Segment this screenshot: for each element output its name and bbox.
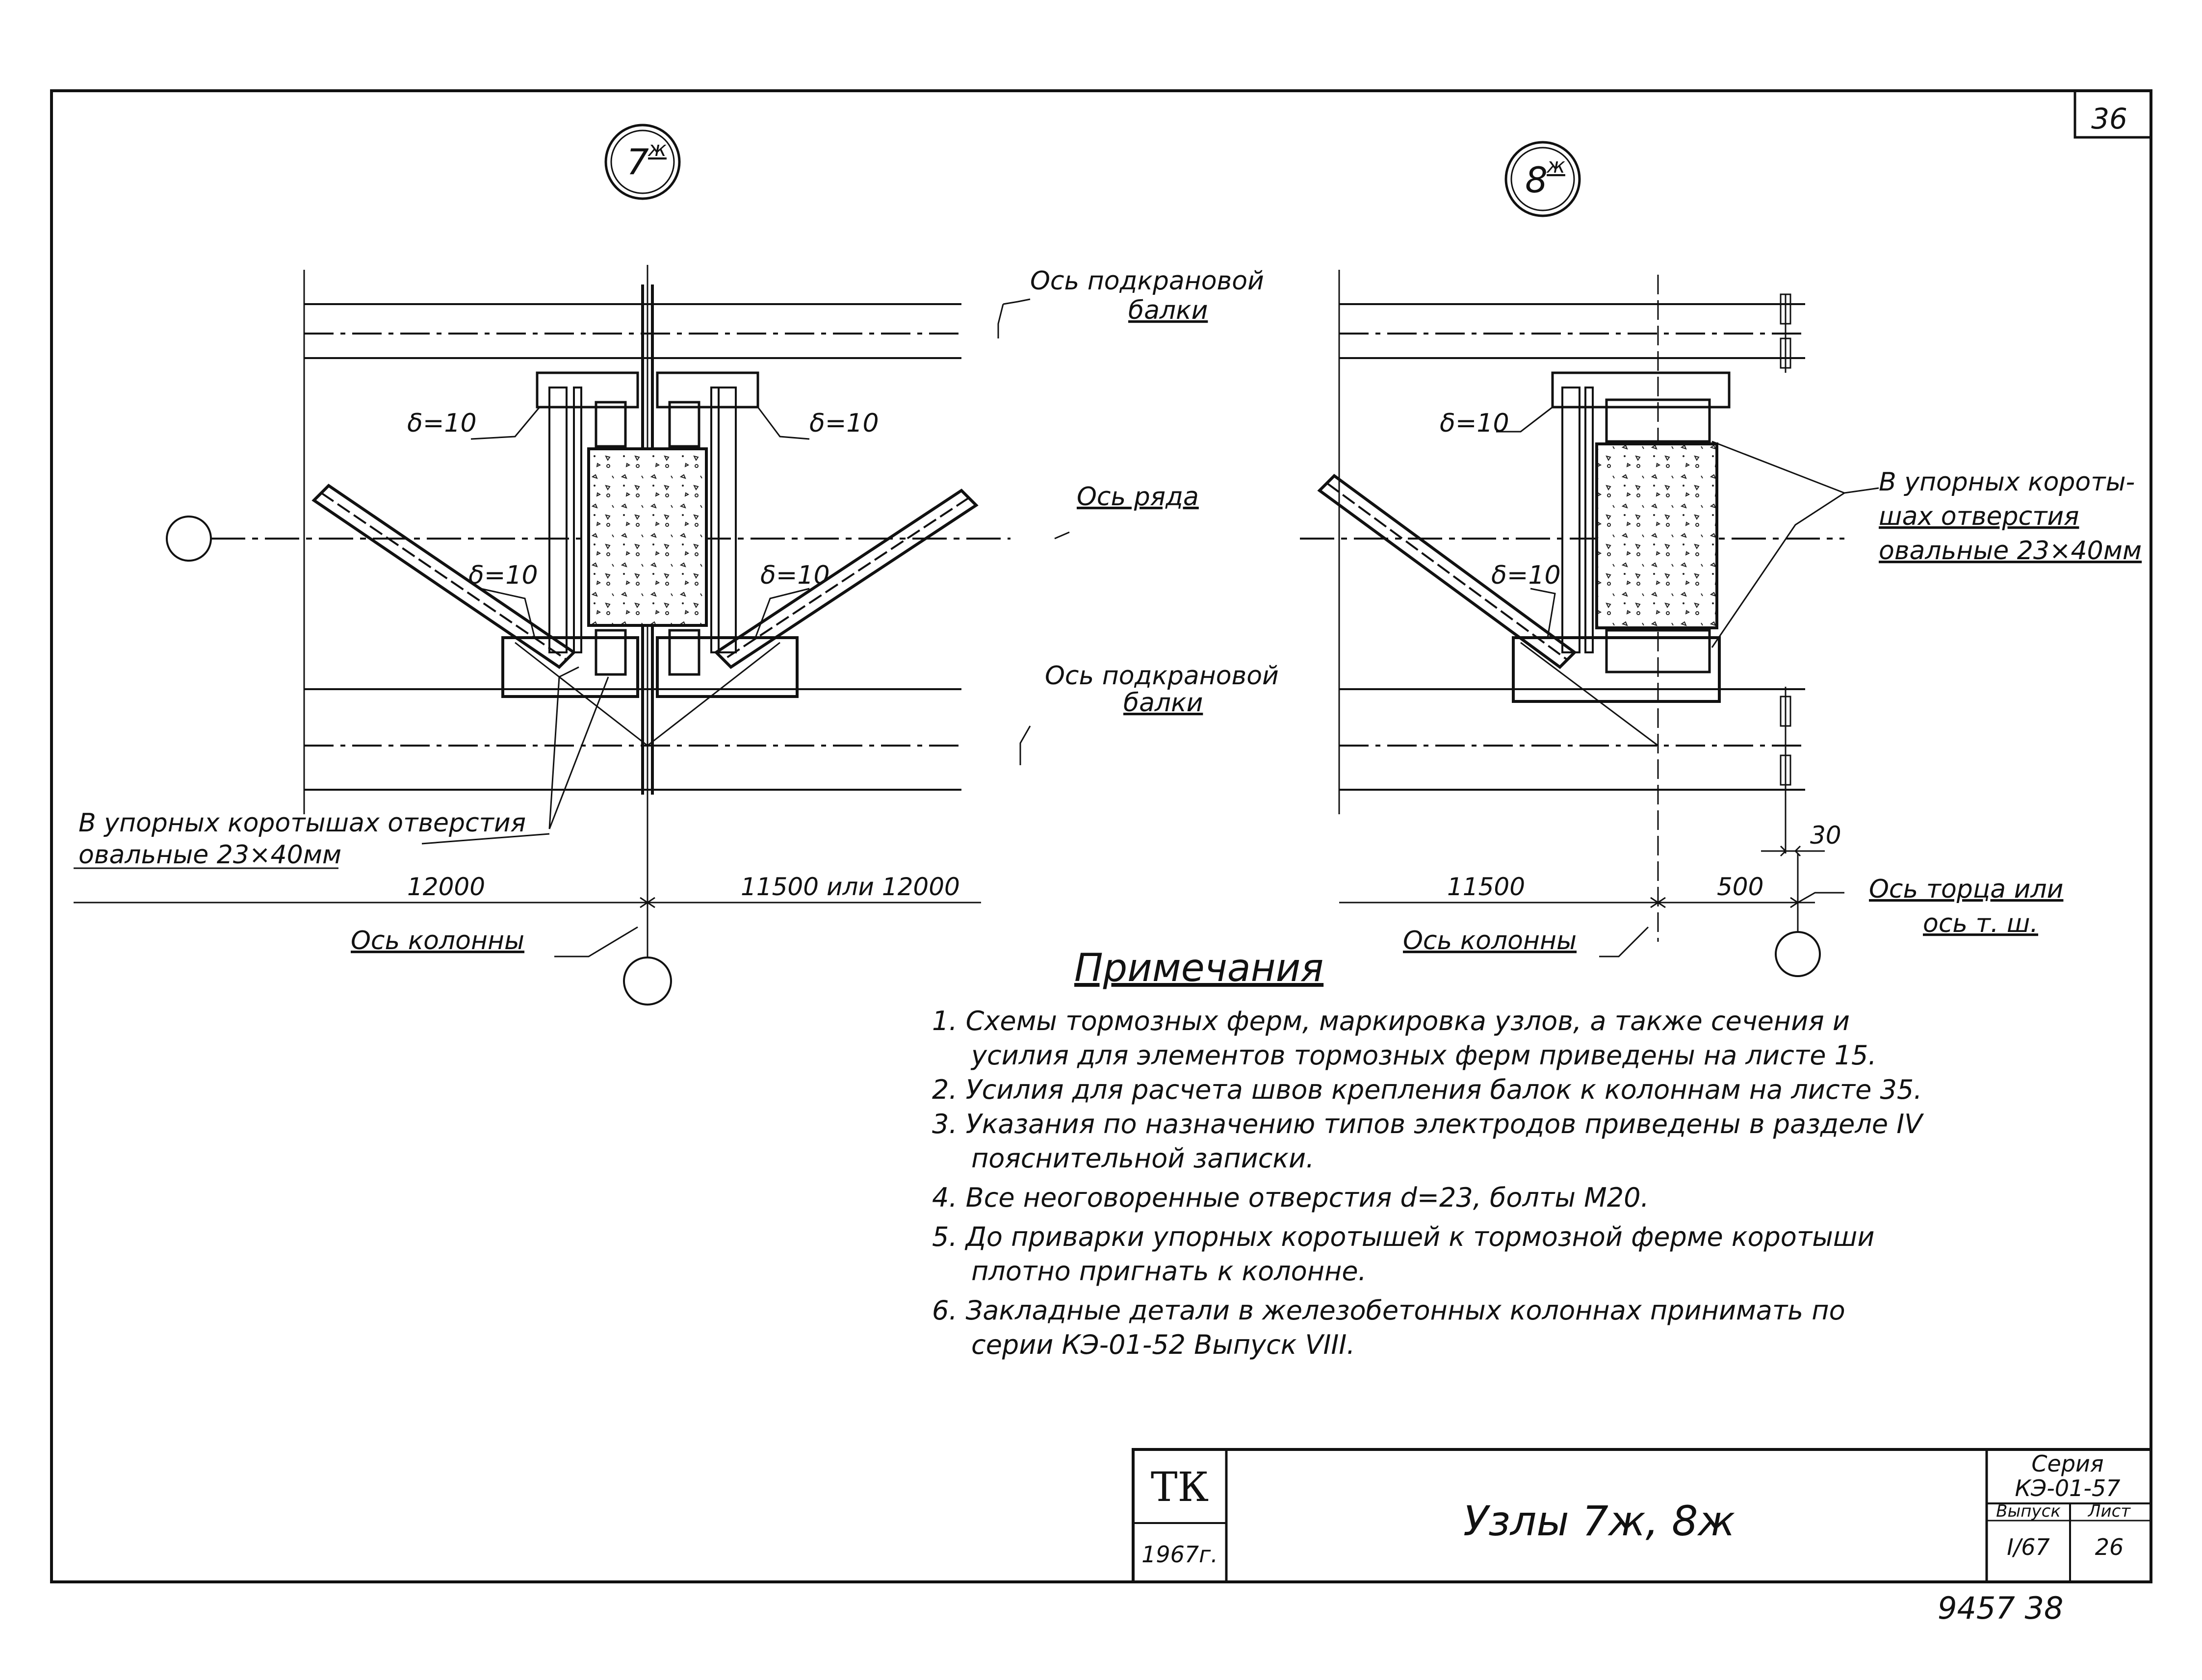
drawing-title: Узлы 7ж, 8ж bbox=[1463, 1497, 1735, 1545]
note-line-2: усилия для элементов тормозных ферм прив… bbox=[970, 1040, 1877, 1071]
node-7-drawing bbox=[74, 124, 1070, 1006]
end-axis-label-1: Ось торца или bbox=[1869, 875, 2063, 904]
notes-block: Примечания 1. Схемы тормозных ферм, марк… bbox=[932, 946, 1924, 1360]
holes-note-right-1: В упорных короты- bbox=[1879, 467, 2135, 497]
node-8-mark: 8 bbox=[1525, 159, 1548, 201]
node-8-drawing bbox=[1300, 141, 1879, 977]
title-block bbox=[1132, 1448, 2152, 1583]
issue-value: I/67 bbox=[2007, 1534, 2050, 1560]
note-line-8: плотно пригнать к колонне. bbox=[971, 1256, 1367, 1287]
plate-top-left-label: δ=10 bbox=[407, 409, 477, 438]
plate-bottom-right-label: δ=10 bbox=[760, 561, 830, 590]
plate-bottom-label-right: δ=10 bbox=[1491, 561, 1561, 590]
node-7-mark-sup: ж bbox=[648, 137, 667, 161]
notes-title: Примечания bbox=[1074, 946, 1323, 990]
note-line-5: пояснительной записки. bbox=[971, 1143, 1314, 1174]
holes-note-left-2: овальные 23×40мм bbox=[78, 840, 341, 870]
note-line-9: 6. Закладные детали в железобетонных кол… bbox=[932, 1295, 1845, 1326]
sheet-frame bbox=[50, 89, 2152, 1583]
node-8-mark-sup: ж bbox=[1546, 154, 1565, 178]
column-axis-label-left: Ось колонны bbox=[351, 926, 524, 956]
org-mark: ТК bbox=[1151, 1464, 1209, 1511]
dim-right-11500: 11500 bbox=[1447, 873, 1525, 901]
sheet-label: Лист bbox=[2087, 1501, 2131, 1521]
holes-note-right-3: овальные 23×40мм bbox=[1879, 536, 2142, 566]
crane-beam-bottom-label-2: балки bbox=[1123, 688, 1203, 718]
note-line-10: серии КЭ-01-52 Выпуск VIII. bbox=[971, 1329, 1355, 1360]
crane-beam-bottom-label-1: Ось подкрановой bbox=[1045, 661, 1279, 691]
plate-top-right-label: δ=10 bbox=[809, 409, 879, 438]
plate-top-label-right: δ=10 bbox=[1440, 409, 1509, 438]
crane-beam-top-label-2: балки bbox=[1128, 296, 1208, 325]
note-line-3: 2. Усилия для расчета швов крепления бал… bbox=[932, 1074, 1922, 1105]
note-line-7: 5. До приварки упорных коротышей к тормо… bbox=[932, 1221, 1874, 1252]
note-line-1: 1. Схемы тормозных ферм, маркировка узло… bbox=[932, 1006, 1850, 1036]
end-axis-label-2: ось т. ш. bbox=[1923, 909, 2038, 938]
row-axis-label: Ось ряда bbox=[1077, 482, 1199, 512]
issue-label: Выпуск bbox=[1996, 1501, 2061, 1521]
column-axis-label-right: Ось колонны bbox=[1403, 926, 1577, 956]
series-label: Серия bbox=[2031, 1450, 2103, 1477]
note-line-4: 3. Указания по назначению типов электрод… bbox=[932, 1109, 1924, 1139]
note-line-6: 4. Все неоговоренные отверстия d=23, бол… bbox=[932, 1182, 1649, 1213]
node-7-mark: 7 bbox=[626, 141, 649, 182]
dim-left-11500-or-12000: 11500 или 12000 bbox=[741, 873, 960, 901]
sheet-number: 36 bbox=[2091, 102, 2127, 135]
crane-beam-top-label-1: Ось подкрановой bbox=[1030, 266, 1264, 296]
plate-bottom-left-label: δ=10 bbox=[468, 561, 538, 590]
series-value: КЭ-01-57 bbox=[2015, 1475, 2120, 1501]
dim-right-30: 30 bbox=[1810, 821, 1841, 850]
sheet-value: 26 bbox=[2095, 1534, 2124, 1560]
year: 1967г. bbox=[1141, 1541, 1218, 1568]
holes-note-left-1: В упорных коротышах отверстия bbox=[78, 808, 526, 838]
footer-code: 9457 38 bbox=[1938, 1590, 2063, 1626]
holes-note-right-2: шах отверстия bbox=[1879, 502, 2079, 531]
dim-left-12000: 12000 bbox=[407, 873, 485, 901]
dim-right-500: 500 bbox=[1717, 873, 1763, 901]
